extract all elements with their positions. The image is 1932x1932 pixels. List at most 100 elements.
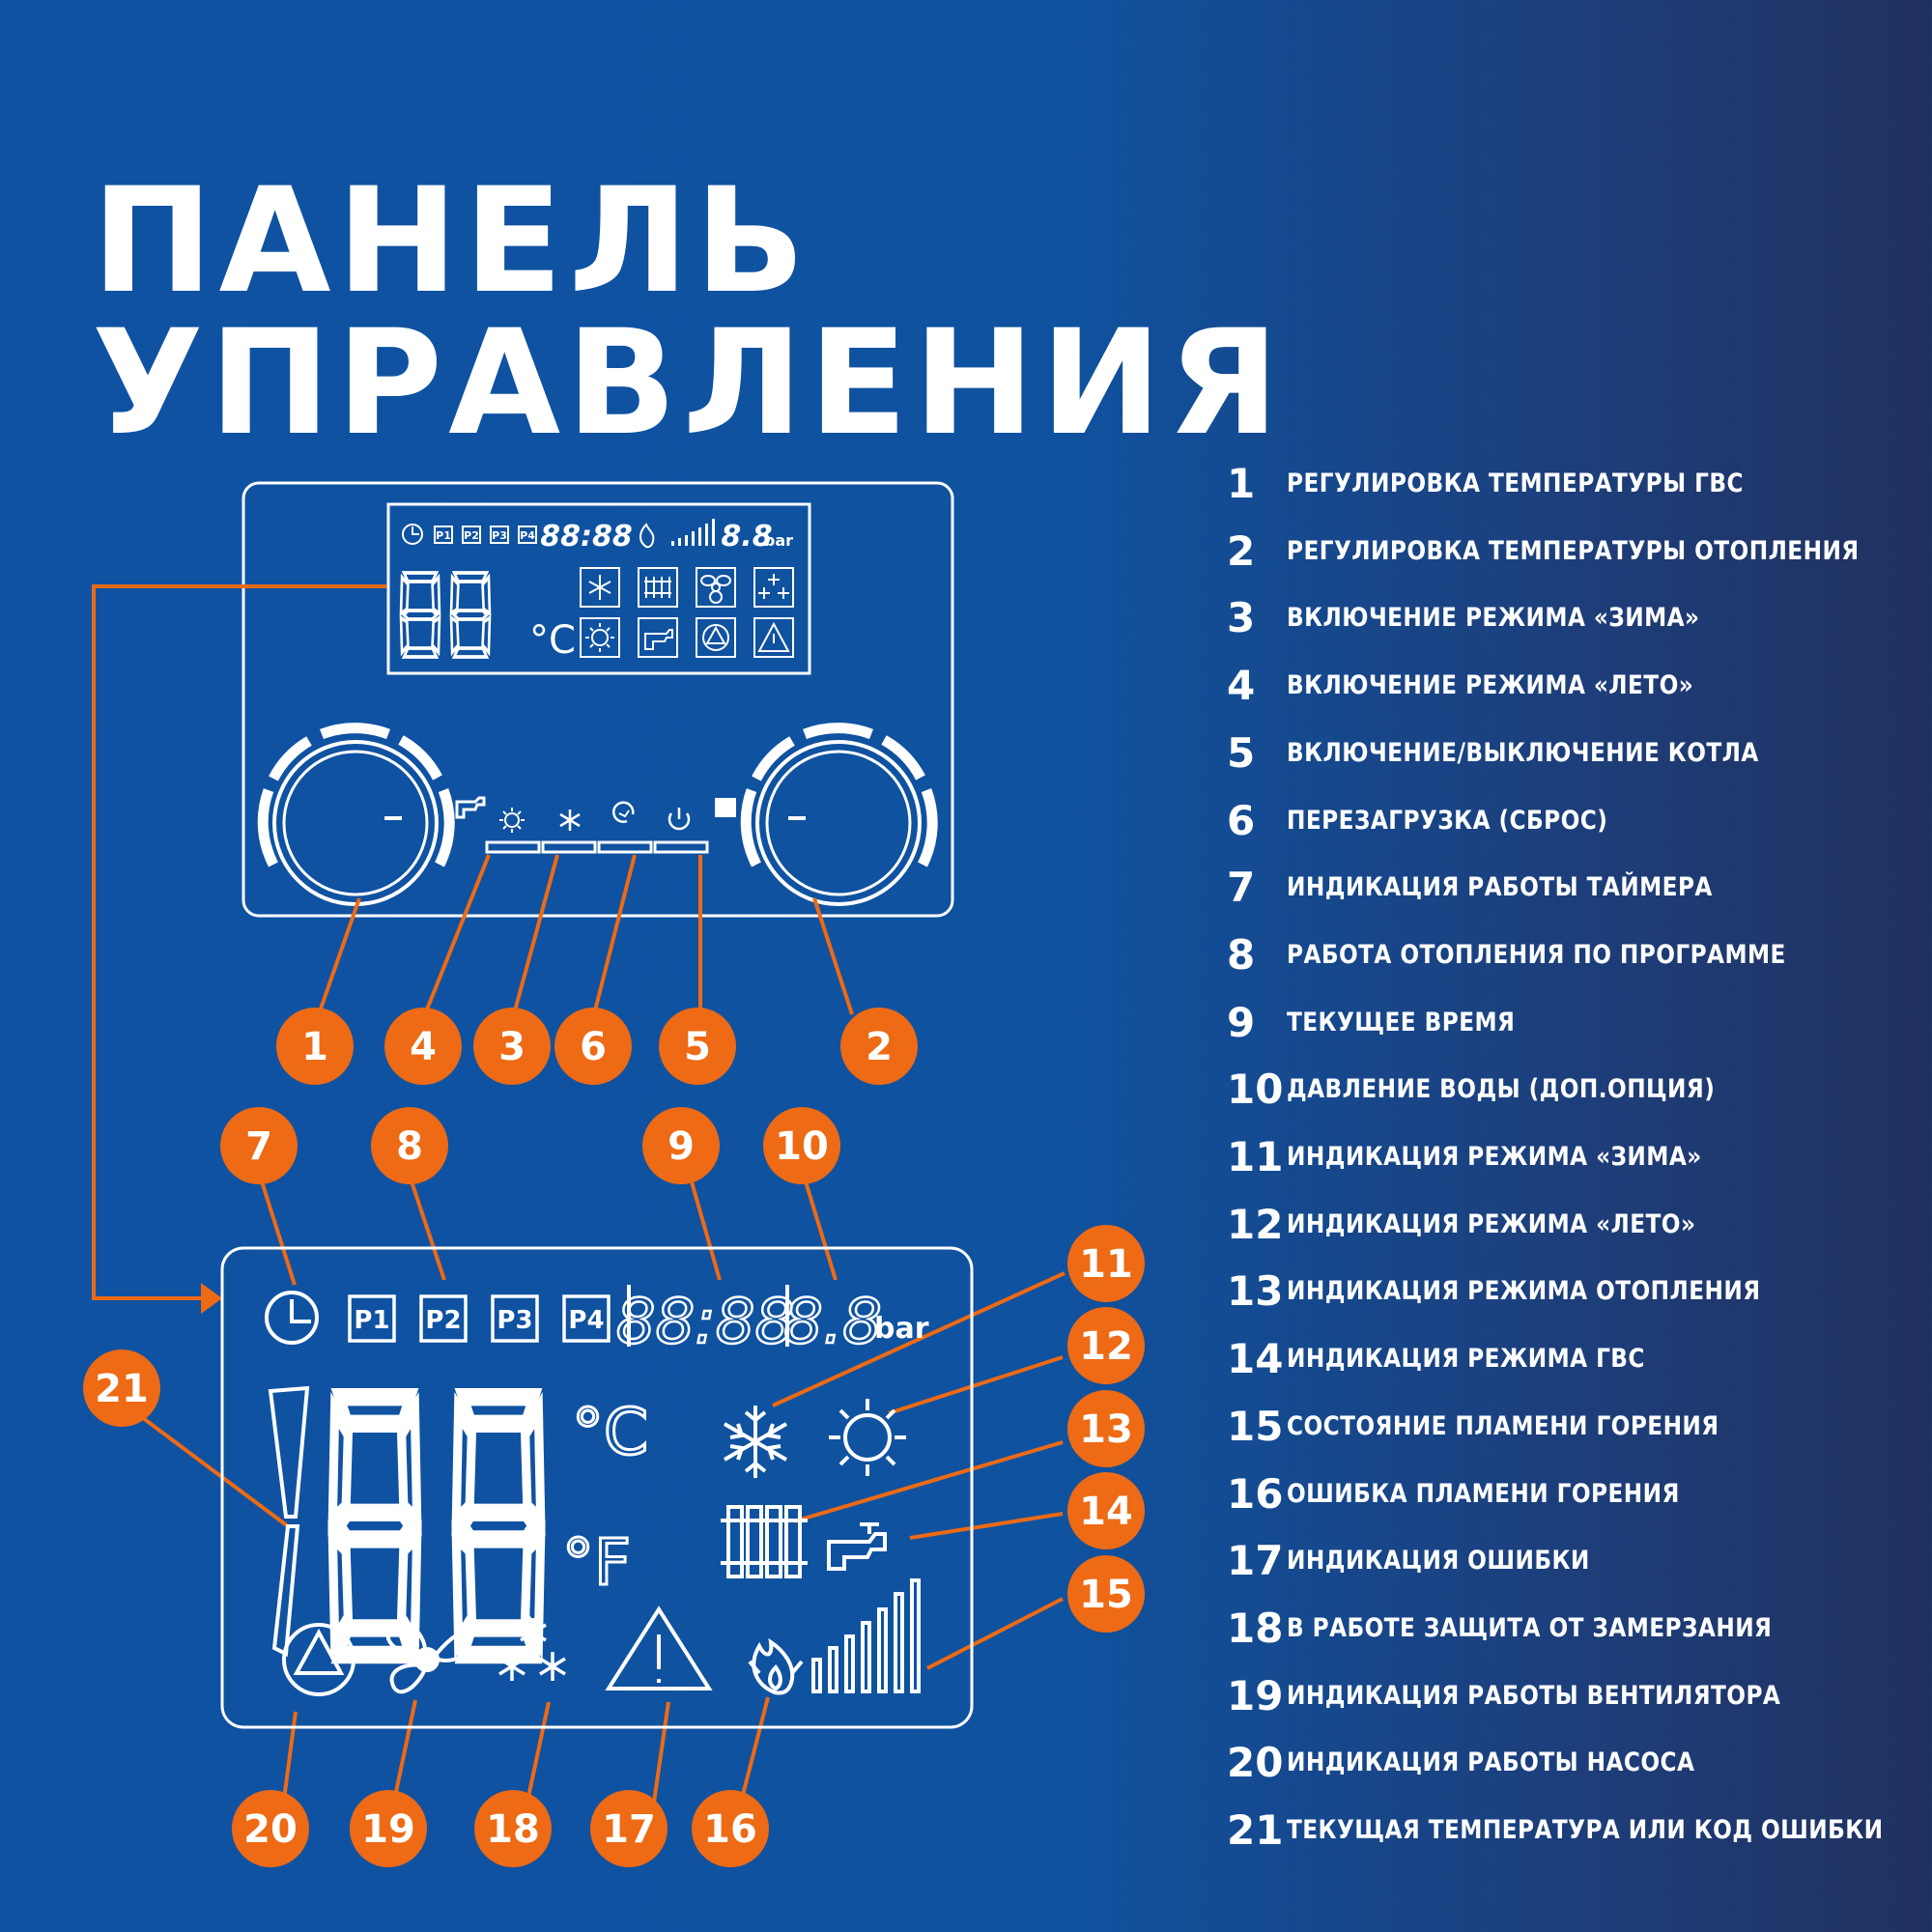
pump-icon — [702, 624, 729, 651]
callout-label-18: 18 — [486, 1807, 540, 1852]
sun-icon — [829, 1399, 906, 1476]
tap-label-icon — [455, 796, 486, 819]
legend-text: ВКЛЮЧЕНИЕ РЕЖИМА «ЛЕТО» — [1287, 669, 1694, 700]
legend-text: ИНДИКАЦИЯ РЕЖИМА ГВС — [1287, 1343, 1645, 1374]
program-boxes — [348, 1294, 611, 1343]
arrow-head — [201, 1283, 222, 1314]
pressure-small: 8.8 — [721, 520, 772, 554]
power-button[interactable] — [653, 840, 709, 854]
legend-number: 15 — [1227, 1402, 1284, 1450]
legend-item: 1 РЕГУЛИРОВКА ТЕМПЕРАТУРЫ ГВС — [1227, 454, 1818, 512]
clock-icon-small — [402, 524, 423, 545]
legend-number: 13 — [1227, 1266, 1284, 1315]
winter-button[interactable] — [541, 840, 597, 854]
program-p4: P4 — [568, 1306, 604, 1335]
temperature-digits — [268, 1385, 541, 1658]
callout-label-11: 11 — [1079, 1242, 1133, 1287]
digit-1 — [268, 1385, 310, 1658]
callout-badges: 1 2 3 4 5 6 7 8 9 10 11 12 13 14 15 16 1… — [83, 1008, 1145, 1867]
snowflake-icon — [723, 1406, 788, 1478]
frost-icon — [758, 574, 789, 599]
callout-label-20: 20 — [243, 1807, 298, 1852]
snowflake-icon — [559, 810, 581, 831]
callout-5 — [659, 1008, 736, 1085]
summer-button[interactable] — [485, 840, 541, 854]
tap-icon — [827, 1522, 887, 1571]
program-p2: P2 — [425, 1306, 461, 1335]
pressure-display: 8.8 — [783, 1287, 882, 1358]
legend-text: ВКЛЮЧЕНИЕ/ВЫКЛЮЧЕНИЕ КОТЛА — [1287, 737, 1759, 768]
legend-text: В РАБОТЕ ЗАЩИТА ОТ ЗАМЕРЗАНИЯ — [1287, 1612, 1773, 1643]
callout-9 — [642, 1107, 720, 1184]
callout-21 — [83, 1350, 160, 1427]
frost-icon — [498, 1618, 566, 1681]
unit-celsius: °C — [572, 1395, 648, 1469]
legend-text: ИНДИКАЦИЯ РАБОТЫ ВЕНТИЛЯТОРА — [1287, 1680, 1781, 1711]
callout-label-15: 15 — [1079, 1573, 1133, 1617]
callout-label-19: 19 — [361, 1807, 415, 1852]
heating-knob[interactable] — [740, 723, 938, 906]
time-display: 88:88 — [616, 1287, 794, 1358]
legend-number: 17 — [1227, 1536, 1284, 1584]
legend-text: РАБОТА ОТОПЛЕНИЯ ПО ПРОГРАММЕ — [1287, 939, 1786, 970]
legend-text: РЕГУЛИРОВКА ТЕМПЕРАТУРЫ ГВС — [1287, 468, 1744, 498]
panel-frame — [242, 481, 954, 918]
callout-19 — [350, 1790, 427, 1867]
callout-label-17: 17 — [602, 1807, 656, 1852]
p1-small: P1 — [436, 529, 451, 542]
flame-level-bars — [811, 1578, 921, 1693]
temp-unit-small: °C — [529, 618, 576, 663]
legend-number: 1 — [1227, 459, 1256, 507]
legend-text: ТЕКУЩАЯ ТЕМПЕРАТУРА ИЛИ КОД ОШИБКИ — [1287, 1814, 1884, 1845]
reset-icon — [612, 801, 635, 823]
legend-number: 11 — [1227, 1132, 1284, 1180]
display-frame — [220, 1246, 974, 1729]
p4-small: P4 — [520, 529, 535, 542]
callout-11 — [1067, 1225, 1145, 1302]
legend-text: ТЕКУЩЕЕ ВРЕМЯ — [1287, 1007, 1516, 1037]
callout-7 — [220, 1107, 298, 1184]
pump-icon — [282, 1623, 355, 1696]
program-p3: P3 — [497, 1306, 532, 1335]
legend-text: ИНДИКАЦИЯ РЕЖИМА «ЛЕТО» — [1287, 1208, 1696, 1239]
legend-number: 6 — [1227, 796, 1256, 844]
legend-number: 20 — [1227, 1738, 1284, 1786]
p3-small: P3 — [492, 529, 507, 542]
legend-number: 9 — [1227, 998, 1256, 1046]
radiator-label-icon — [715, 798, 736, 817]
radiator-icon — [721, 1505, 808, 1578]
display-detail: P1 P2 P3 P4 88:88 8.8 bar °C °F — [220, 1246, 974, 1729]
dhw-knob[interactable] — [257, 723, 455, 906]
callout-12 — [1067, 1307, 1145, 1384]
power-icon — [668, 808, 691, 831]
callout-label-3: 3 — [498, 1025, 526, 1069]
callout-label-2: 2 — [866, 1025, 893, 1069]
flame-icon — [748, 1637, 804, 1695]
fan-icon — [385, 1622, 472, 1694]
legend-number: 16 — [1227, 1469, 1284, 1518]
callout-label-21: 21 — [95, 1367, 149, 1411]
small-icon-grid — [580, 567, 794, 658]
callout-13 — [1067, 1390, 1145, 1467]
legend-text: ДАВЛЕНИЕ ВОДЫ (ДОП.ОПЦИЯ) — [1287, 1073, 1716, 1104]
callout-label-16: 16 — [703, 1807, 757, 1852]
legend-item: 9 ТЕКУЩЕЕ ВРЕМЯ — [1227, 993, 1552, 1051]
legend-number: 7 — [1227, 863, 1256, 911]
callout-label-4: 4 — [410, 1025, 437, 1069]
legend-number: 2 — [1227, 526, 1256, 575]
reset-button[interactable] — [597, 840, 653, 854]
callout-label-6: 6 — [580, 1025, 607, 1069]
legend-number: 10 — [1227, 1065, 1284, 1113]
callout-1 — [276, 1008, 354, 1085]
